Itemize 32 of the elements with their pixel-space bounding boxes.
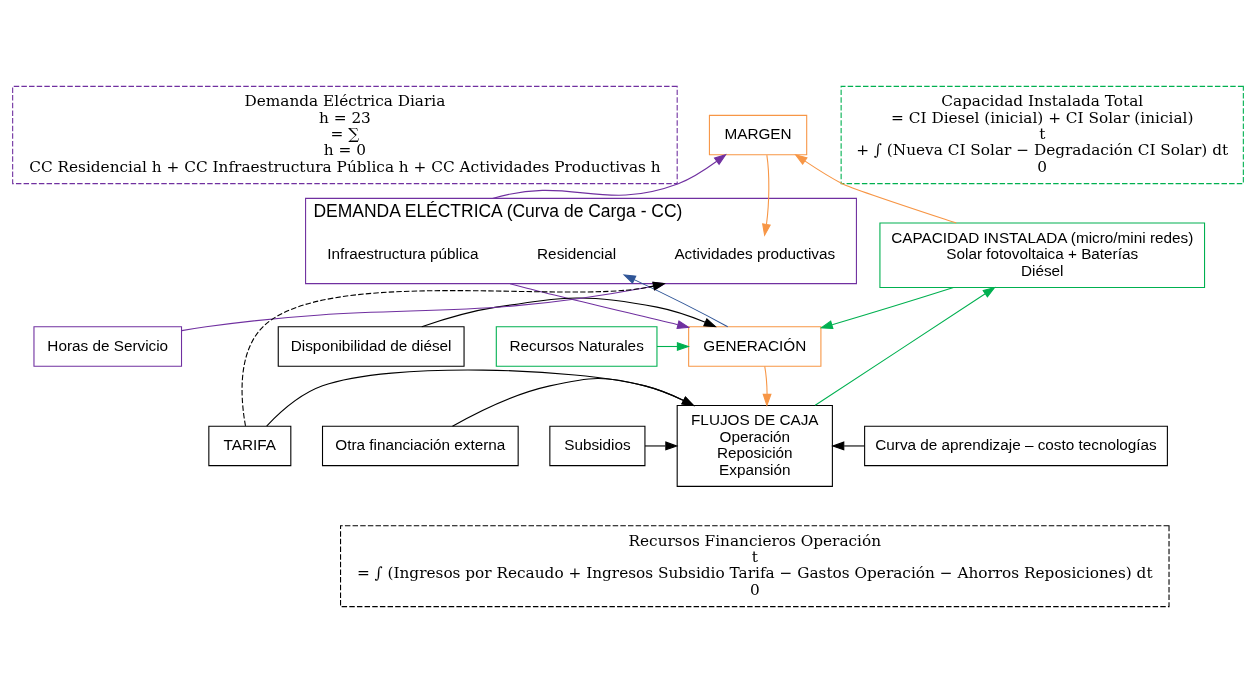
node-box: Recursos Naturales bbox=[495, 326, 658, 367]
node-box: Otra financiación externa bbox=[321, 425, 519, 467]
node-box: FLUJOS DE CAJA Operación Reposición Expansión bbox=[676, 404, 833, 487]
arrow bbox=[181, 281, 667, 332]
arrow bbox=[656, 341, 690, 352]
node-box: Horas de Servicio bbox=[33, 326, 183, 367]
node-text: Actividades productivas bbox=[674, 245, 836, 263]
node-box: Recursos Financieros Operación t = ∫ (Ingresos por Recaudo + Ingresos Subsidio Tarifa − Gastos Operación − Ahorros Reposiciones) dt 0 bbox=[340, 525, 1170, 608]
node-box: MARGEN bbox=[708, 114, 808, 156]
node-text: Residencial bbox=[537, 245, 617, 263]
arrow bbox=[794, 153, 957, 224]
node-box: Demanda Eléctrica Diaria h = 23 = ∑ h = 0 CC Residencial h + CC Infraestructura Pública h + CC Actividades Productivas h bbox=[12, 85, 678, 185]
arrow bbox=[509, 283, 691, 330]
arrow bbox=[644, 441, 679, 451]
node-box: TARIFA bbox=[208, 425, 292, 467]
arrow bbox=[762, 154, 772, 237]
arrow bbox=[451, 377, 695, 427]
arrow bbox=[241, 281, 666, 427]
node-box: CAPACIDAD INSTALADA (micro/mini redes) Solar fotovoltaica + Baterías Diésel bbox=[879, 222, 1206, 289]
node-box: GENERACIÓN bbox=[688, 326, 822, 367]
node-text: Infraestructura pública bbox=[327, 245, 479, 263]
node-box: Curva de aprendizaje – costo tecnologías bbox=[864, 425, 1168, 467]
arrow bbox=[266, 369, 695, 427]
arrow bbox=[421, 297, 717, 328]
arrow bbox=[819, 286, 955, 330]
arrow bbox=[814, 286, 996, 406]
node-box: Disponibilidad de diésel bbox=[277, 326, 465, 367]
arrow bbox=[762, 365, 772, 407]
node-box: Subsidios bbox=[549, 425, 646, 467]
arrow bbox=[622, 274, 729, 328]
arrow bbox=[831, 441, 865, 451]
node-box: Capacidad Instalada Total = CI Diesel (inicial) + CI Solar (inicial) t + ∫ (Nueva CI Solar − Degradación CI Solar) dt 0 bbox=[840, 85, 1244, 185]
